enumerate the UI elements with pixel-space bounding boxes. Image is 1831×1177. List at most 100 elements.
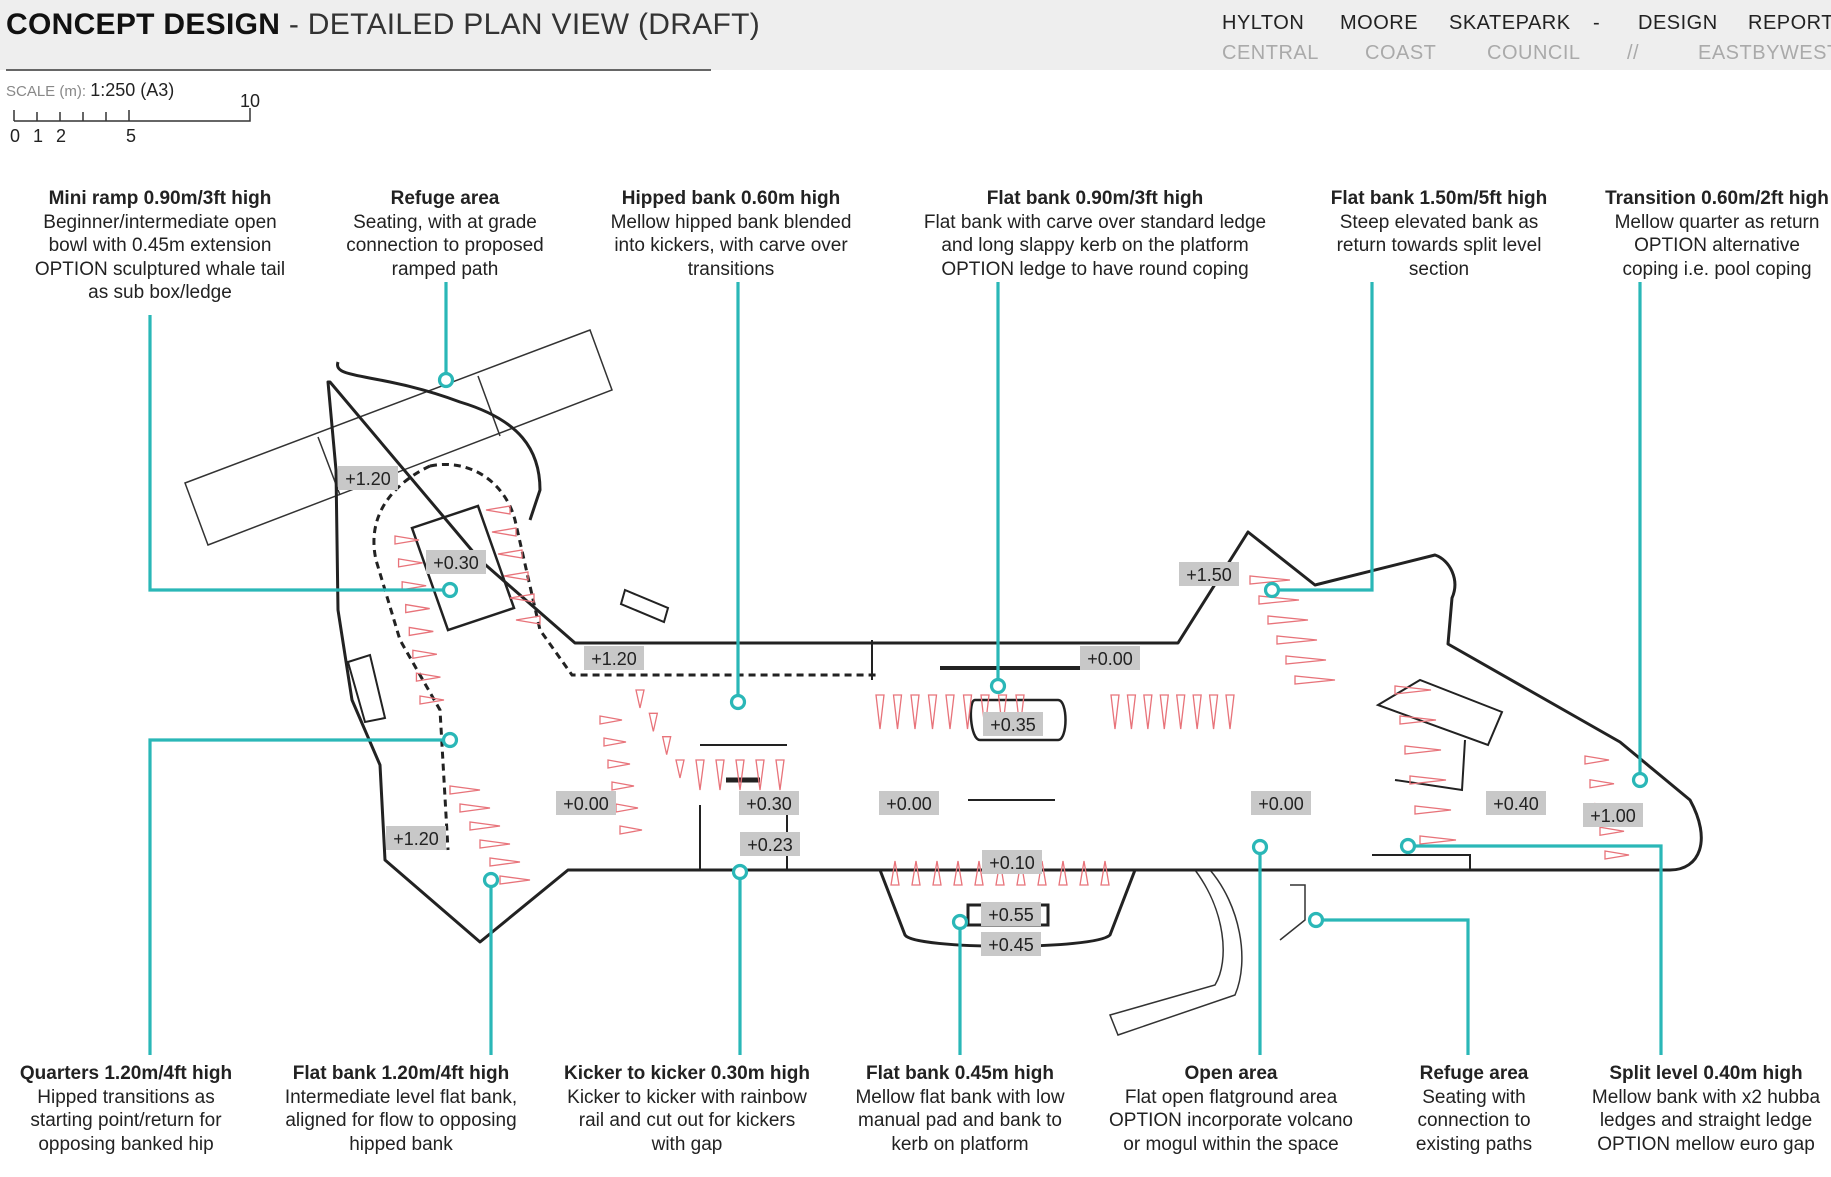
nav-top-dash: - [1593,12,1601,34]
level-label: +0.55 [988,905,1034,925]
bank-wedge [1394,685,1432,695]
annotation-hipped-bank-line: Mellow hipped bank blended [610,211,852,233]
nav-top-report: REPORT [1748,12,1831,34]
leader-dot [1631,771,1649,789]
level-label: +0.45 [988,935,1034,955]
leader-line [148,738,450,1055]
bank-wedge [401,580,427,591]
scale-label: SCALE (m): 1:250 (A3) [6,80,174,101]
bank-wedge [408,626,434,637]
bank-wedge [962,694,973,730]
leader-dot [1307,911,1325,929]
bank-wedge [932,860,942,886]
bank-wedge [1058,860,1068,886]
bank-wedge [1419,835,1457,845]
annotation-open-area-line: OPTION incorporate volcano [1109,1110,1353,1131]
annotation-refuge-bottom-line: existing paths [1415,1133,1533,1155]
annotation-transition-line: Mellow quarter as return [1614,211,1820,233]
annotation-refuge-top-line: Seating, with at grade [353,211,537,233]
bank-wedge [1404,745,1442,755]
bank-wedge [1414,805,1452,815]
level-label: +1.00 [1590,806,1636,826]
level-box: +0.23 [740,832,800,856]
bank-wedge [735,759,745,791]
bank-wedge [449,785,481,795]
level-box: +0.00 [1251,791,1311,815]
annotation-flat-bank-150-heading: Flat bank 1.50m/5ft high [1330,188,1548,209]
annotation-open-area-heading: Open area [1184,1063,1278,1084]
level-box: +1.20 [338,466,398,490]
level-label: +0.00 [1258,794,1304,814]
annotation-mini-ramp-line: bowl with 0.45m extension [48,235,272,256]
bank-wedge [695,759,705,791]
bank-wedge [485,505,511,515]
bank-wedge [603,737,627,747]
bank-wedge [755,759,765,791]
scale-bar [13,108,251,122]
bank-wedge [412,649,437,660]
leader-dots [437,371,1649,931]
level-box: +0.30 [426,550,486,574]
bank-wedge [1126,694,1137,730]
bank-wedge [1143,694,1153,730]
level-label: +0.40 [1493,794,1539,814]
annotation-flat-bank-090-line: Flat bank with carve over standard ledge [923,211,1267,233]
annotation-split-level-heading: Split level 0.40m high [1609,1063,1803,1084]
leader-dot [441,581,459,599]
bank-wedge [911,860,921,886]
bank-wedge [910,694,920,730]
level-label: +0.30 [746,794,792,814]
bank-markings [394,505,1630,886]
bank-wedge [611,781,635,791]
level-label: +1.20 [591,649,637,669]
nav-top-moore: MOORE [1340,12,1419,34]
mini-ramp-outline [372,463,880,851]
annotation-kicker-line: with gap [651,1133,723,1155]
leader-dot [951,913,969,931]
level-label: +1.20 [345,469,391,489]
bank-wedge [497,549,523,559]
page-title: CONCEPT DESIGN - DETAILED PLAN VIEW (DRA… [6,8,760,42]
bank-wedge [1276,635,1318,645]
level-boxes: +1.20+0.30+1.20+1.20+0.30+0.23+0.00+0.00… [338,466,1643,956]
bank-wedge [489,857,521,867]
annotation-flat-bank-150-line: section [1408,258,1470,280]
bank-wedge [974,860,984,886]
bank-wedge [927,694,938,730]
level-box: +0.45 [981,932,1041,956]
bank-wedge [945,694,955,730]
annotation-open-area-line: or mogul within the space [1123,1133,1339,1155]
leader-dot [437,371,455,389]
annotation-kicker-line: Kicker to kicker with rainbow [567,1086,807,1108]
bank-wedge [675,759,685,779]
bank-wedge [479,839,511,849]
annotation-flat-bank-120-line: Intermediate level flat bank, [284,1086,518,1108]
annotation-split-level-line: Mellow bank with x2 hubba [1591,1086,1821,1108]
bank-wedge [499,875,531,885]
annotation-refuge-bottom-line: Seating with [1422,1086,1526,1108]
annotation-quarters-line: opposing banked hip [38,1133,214,1155]
annotation-quarters-line: starting point/return for [30,1110,222,1131]
bank-wedge [1294,675,1336,685]
bank-wedge [1258,595,1300,605]
bank-wedge [619,825,643,835]
annotation-split-level-line: OPTION mellow euro gap [1597,1133,1815,1155]
bank-wedge [1249,575,1291,585]
scale-tick-0: 0 [10,126,21,146]
annotation-open-area-line: Flat open flatground area [1124,1086,1338,1108]
bank-wedge [1604,850,1630,860]
bank-wedge [397,558,423,568]
level-label: +0.00 [886,794,932,814]
bank-wedge [1100,860,1110,886]
bank-wedge [1267,615,1309,625]
leader-dot [1399,837,1417,855]
annotation-refuge-bottom-heading: Refuge area [1419,1063,1529,1084]
annotation-flat-bank-150-line: Steep elevated bank as [1339,211,1539,233]
bank-wedge [509,593,535,603]
annotation-flat-bank-150-line: return towards split level [1336,235,1542,256]
level-box: +0.00 [556,791,616,815]
annotation-flat-bank-045-line: Mellow flat bank with low [855,1086,1065,1108]
level-label: +0.10 [989,853,1035,873]
leader-dot [729,693,747,711]
nav-bottom-separator: // [1627,42,1640,64]
